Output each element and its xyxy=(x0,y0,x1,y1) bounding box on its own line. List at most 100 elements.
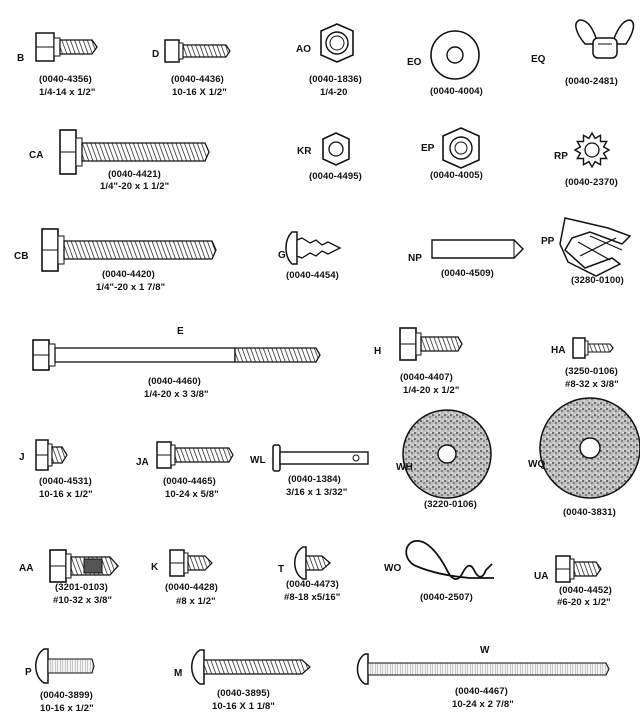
part-size-CB: 1/4"-20 x 1 7/8" xyxy=(96,282,166,293)
truss-head-screw-icon xyxy=(191,649,311,685)
part-code-CB: (0040-4420) xyxy=(102,269,155,280)
part-letter-W: W xyxy=(480,645,490,656)
part-size-B: 1/4-14 x 1/2" xyxy=(39,87,96,98)
part-code-EO: (0040-4004) xyxy=(430,86,483,97)
truss-head-screw-icon xyxy=(35,648,95,684)
part-letter-CB: CB xyxy=(14,251,29,262)
part-size-J: 10-16 x 1/2" xyxy=(39,489,93,500)
part-letter-WO: WO xyxy=(384,563,402,574)
part-letter-H: H xyxy=(374,346,382,357)
part-letter-CA: CA xyxy=(29,150,44,161)
hex-flange-screw-icon xyxy=(169,549,213,577)
part-code-HA: (3250-0106) xyxy=(565,366,618,377)
part-size-D: 10-16 X 1/2" xyxy=(172,87,227,98)
part-letter-NP: NP xyxy=(408,253,422,264)
part-code-JA: (0040-4465) xyxy=(163,476,216,487)
part-letter-PP: PP xyxy=(541,236,555,247)
part-letter-AA: AA xyxy=(19,563,34,574)
part-size-T: #8-18 x5/16" xyxy=(284,592,341,603)
part-letter-HA: HA xyxy=(551,345,566,356)
part-code-G: (0040-4454) xyxy=(286,270,339,281)
part-code-D: (0040-4436) xyxy=(171,74,224,85)
part-size-K: #8 x 1/2" xyxy=(176,596,216,607)
part-letter-WL: WL xyxy=(250,455,266,466)
part-letter-UA: UA xyxy=(534,571,549,582)
part-code-M: (0040-3895) xyxy=(217,688,270,699)
part-size-E: 1/4-20 x 3 3/8" xyxy=(144,389,209,400)
part-size-M: 10-16 X 1 1/8" xyxy=(212,701,275,712)
hex-flange-screw-icon xyxy=(164,39,231,63)
truss-head-screw-icon xyxy=(294,546,331,580)
part-letter-EP: EP xyxy=(421,143,435,154)
part-code-H: (0040-4407) xyxy=(400,372,453,383)
hex-bolt-icon xyxy=(41,228,217,272)
part-code-EQ: (0040-2481) xyxy=(565,76,618,87)
part-size-H: 1/4-20 x 1/2" xyxy=(403,385,460,396)
part-size-WL: 3/16 x 1 3/32" xyxy=(286,487,348,498)
part-code-E: (0040-4460) xyxy=(148,376,201,387)
part-size-HA: #8-32 x 3/8" xyxy=(565,379,619,390)
part-code-EP: (0040-4005) xyxy=(430,170,483,181)
part-size-UA: #6-20 x 1/2" xyxy=(557,597,611,608)
part-size-P: 10-16 x 1/2" xyxy=(40,703,94,714)
part-letter-G: G xyxy=(278,250,286,261)
part-code-NP: (0040-4509) xyxy=(441,268,494,279)
part-code-KR: (0040-4495) xyxy=(309,171,362,182)
hex-flange-bolt-icon xyxy=(399,327,463,361)
part-code-PP: (3280-0100) xyxy=(571,275,624,286)
wing-nut-icon xyxy=(575,19,635,59)
part-code-WO: (0040-2507) xyxy=(420,592,473,603)
part-size-JA: 10-24 x 5/8" xyxy=(165,489,219,500)
part-letter-P: P xyxy=(25,667,32,678)
part-code-K: (0040-4428) xyxy=(165,582,218,593)
part-size-CA: 1/4"-20 x 1 1/2" xyxy=(100,181,170,192)
lock-nut-icon xyxy=(442,127,480,169)
hex-nut-icon xyxy=(322,132,350,166)
part-code-WL: (0040-1384) xyxy=(288,474,341,485)
part-code-T: (0040-4473) xyxy=(286,579,339,590)
part-code-J: (0040-4531) xyxy=(39,476,92,487)
part-code-AA: (3201-0103) xyxy=(55,582,108,593)
part-code-RP: (0040-2370) xyxy=(565,177,618,188)
felt-washer-icon xyxy=(539,397,640,499)
hex-screw-icon xyxy=(572,337,614,359)
part-code-W: (0040-4467) xyxy=(455,686,508,697)
part-letter-AO: AO xyxy=(296,44,311,55)
hex-flange-screw-icon xyxy=(555,555,602,583)
long-hex-bolt-icon xyxy=(32,339,321,371)
part-code-CA: (0040-4421) xyxy=(108,169,161,180)
part-letter-EO: EO xyxy=(407,57,422,68)
part-letter-RP: RP xyxy=(554,151,568,162)
part-letter-T: T xyxy=(278,564,285,575)
part-letter-WQ: WQ xyxy=(528,459,546,470)
part-letter-JA: JA xyxy=(136,457,149,468)
hex-lock-screw-icon xyxy=(49,549,119,583)
push-rivet-icon xyxy=(285,231,342,265)
part-letter-K: K xyxy=(151,562,159,573)
part-letter-E: E xyxy=(177,326,184,337)
clevis-pin-icon xyxy=(272,444,369,472)
hex-bolt-icon xyxy=(59,129,210,175)
part-letter-KR: KR xyxy=(297,146,312,157)
part-letter-D: D xyxy=(152,49,160,60)
part-letter-M: M xyxy=(174,668,183,679)
part-letter-EQ: EQ xyxy=(531,54,546,65)
part-letter-J: J xyxy=(19,452,25,463)
part-letter-WH: WH xyxy=(396,462,413,473)
pin-icon xyxy=(431,239,524,259)
star-washer-icon xyxy=(573,131,611,169)
hex-nut-icon xyxy=(320,23,354,63)
part-size-AA: #10-32 x 3/8" xyxy=(53,595,113,606)
hair-pin-clip-icon xyxy=(405,540,494,580)
part-code-WQ: (0040-3831) xyxy=(563,507,616,518)
part-code-P: (0040-3899) xyxy=(40,690,93,701)
part-code-AO: (0040-1836) xyxy=(309,74,362,85)
part-letter-B: B xyxy=(17,53,25,64)
part-size-AO: 1/4-20 xyxy=(320,87,348,98)
long-truss-screw-icon xyxy=(356,653,610,685)
clip-icon xyxy=(559,217,632,277)
part-code-WH: (3220-0106) xyxy=(424,499,477,510)
hex-flange-screw-icon xyxy=(156,441,234,469)
felt-washer-icon xyxy=(402,409,492,499)
